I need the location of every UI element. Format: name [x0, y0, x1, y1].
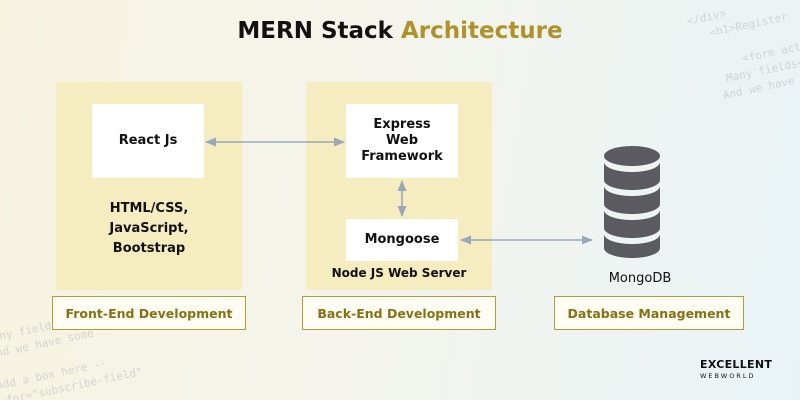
title-main: MERN Stack: [237, 18, 393, 44]
database-icon: [604, 146, 660, 258]
title-accent: Architecture: [401, 18, 563, 44]
express-box: Express Web Framework: [346, 104, 458, 178]
frontend-section-label: Front-End Development: [52, 296, 246, 330]
tech-html-css: HTML/CSS,: [109, 201, 189, 216]
frontend-tech-list: HTML/CSS, JavaScript, Bootstrap: [56, 199, 242, 259]
database-section-label: Database Management: [554, 296, 744, 330]
node-server-label: Node JS Web Server: [331, 266, 467, 280]
express-line-3: Framework: [361, 149, 443, 164]
page-title: MERN Stack Architecture: [0, 18, 800, 44]
tech-javascript: JavaScript,: [109, 221, 189, 236]
mongoose-box: Mongoose: [346, 219, 458, 261]
mongodb-label: MongoDB: [608, 271, 672, 286]
backend-section-label: Back-End Development: [302, 296, 496, 330]
mongoose-label: Mongoose: [364, 232, 440, 247]
database-section-text: Database Management: [567, 305, 731, 321]
express-line-1: Express: [373, 117, 431, 132]
express-line-2: Web: [386, 133, 418, 148]
tech-bootstrap: Bootstrap: [112, 241, 186, 256]
react-label: React Js: [118, 133, 178, 148]
backend-section-text: Back-End Development: [317, 305, 481, 321]
react-box: React Js: [92, 104, 204, 178]
brand-line-2: WEBWORLD: [700, 372, 756, 380]
frontend-section-text: Front-End Development: [65, 305, 233, 321]
brand-logo: EXCELLENT WEBWORLD: [700, 358, 780, 380]
brand-line-1: EXCELLENT: [700, 358, 773, 371]
